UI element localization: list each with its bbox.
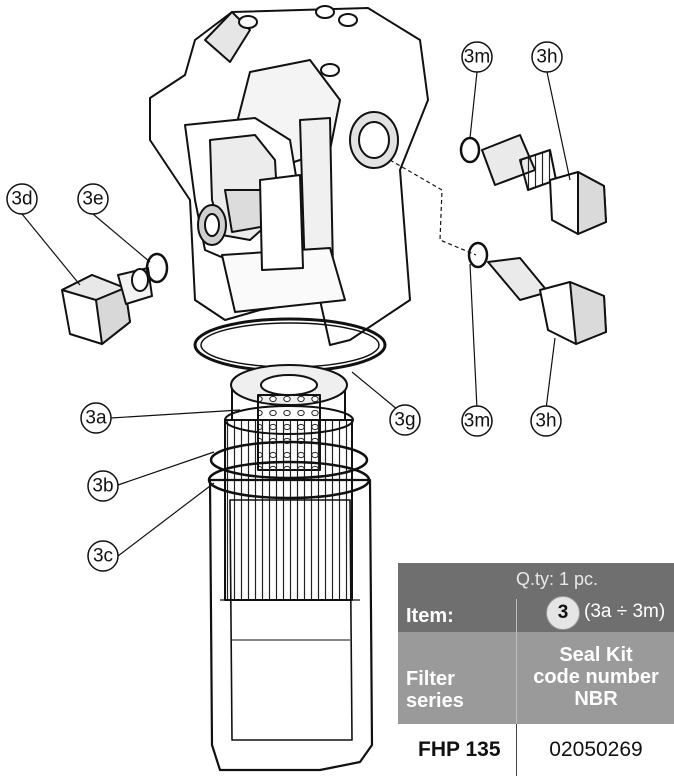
column-divider	[516, 632, 517, 724]
svg-text:3d: 3d	[11, 189, 32, 210]
table-header-row: Q.ty: 1 pc. Item: 3 (3a ÷ 3m)	[398, 563, 674, 632]
seal-kit-table: Q.ty: 1 pc. Item: 3 (3a ÷ 3m) Filter ser…	[398, 563, 674, 776]
callout-3b: 3b	[87, 470, 119, 502]
filter-element	[224, 364, 354, 601]
callout-3m-bottom: 3m	[461, 405, 493, 437]
callout-3h-bottom: 3h	[530, 405, 562, 437]
item-range: (3a ÷ 3m)	[584, 601, 666, 622]
callout-3c: 3c	[87, 540, 119, 572]
leader-lines	[21, 71, 571, 557]
callout-3d: 3d	[6, 183, 38, 215]
item-number-badge: 3	[546, 596, 580, 630]
filter-bowl	[208, 478, 374, 772]
callouts: 3m 3h 3d 3e 3a 3g 3m 3h	[6, 41, 563, 572]
svg-text:3m: 3m	[464, 411, 490, 432]
valve-lower	[467, 241, 607, 345]
seal-kit-header: Seal Kit code number NBR	[533, 644, 659, 710]
code-number-value: 02050269	[549, 738, 643, 761]
svg-text:3e: 3e	[82, 189, 103, 210]
filter-series-header: Filter series	[406, 668, 464, 712]
svg-text:3m: 3m	[464, 47, 490, 68]
column-divider	[516, 599, 517, 632]
item-label: Item:	[406, 605, 454, 627]
plug-3d	[61, 267, 153, 345]
table-row: FHP 135 02050269	[398, 724, 674, 776]
filter-series-value: FHP 135	[418, 738, 501, 761]
svg-text:3g: 3g	[394, 410, 415, 431]
filter-head	[149, 5, 429, 346]
valve-upper	[459, 134, 607, 235]
callout-3a: 3a	[80, 402, 112, 434]
svg-text:3a: 3a	[85, 408, 107, 429]
svg-text:3b: 3b	[92, 476, 113, 497]
o-ring-3b	[209, 440, 369, 480]
callout-3e: 3e	[77, 183, 109, 215]
o-ring-3g	[193, 317, 387, 373]
column-divider	[516, 724, 517, 776]
callout-3m-top: 3m	[461, 41, 493, 73]
quantity-label: Q.ty: 1 pc.	[516, 569, 599, 589]
svg-text:3h: 3h	[536, 47, 557, 68]
svg-text:3h: 3h	[535, 411, 556, 432]
callout-3g: 3g	[389, 404, 421, 436]
table-column-headers: Filter series Seal Kit code number NBR	[398, 632, 674, 724]
callout-3h-top: 3h	[531, 41, 563, 73]
seal-3e	[145, 252, 169, 284]
svg-text:3c: 3c	[93, 546, 113, 567]
